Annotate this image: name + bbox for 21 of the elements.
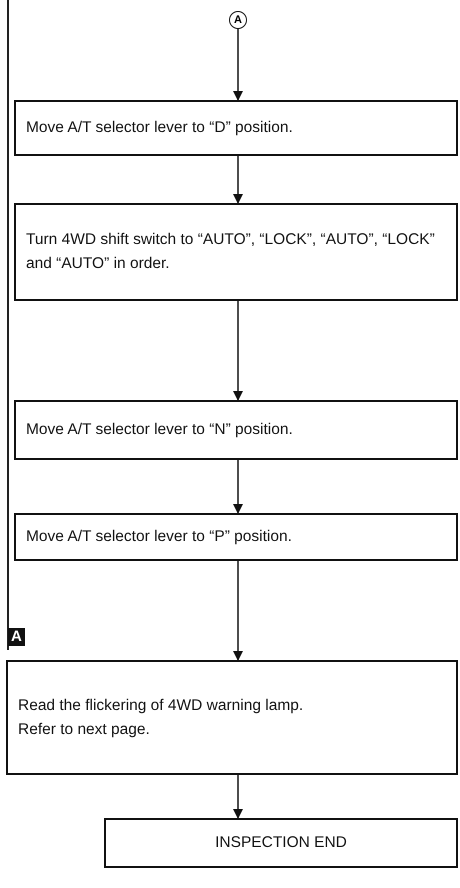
arrow <box>233 301 243 401</box>
arrow <box>233 460 243 514</box>
process-box <box>6 660 458 775</box>
arrow <box>233 29 243 101</box>
arrow <box>233 561 243 661</box>
step-text: Move A/T selector lever to “D” position. <box>26 118 293 138</box>
process-box <box>14 400 458 460</box>
step-text: Read the flickering of 4WD warning lamp. <box>18 696 304 716</box>
arrow <box>233 775 243 819</box>
process-box <box>14 203 458 301</box>
step-text: Move A/T selector lever to “N” position. <box>26 420 293 440</box>
step-text: INSPECTION END <box>215 833 347 853</box>
process-box <box>14 100 458 156</box>
connector-circle: A <box>229 11 247 29</box>
process-box <box>14 513 458 561</box>
step-text: Refer to next page. <box>18 720 150 740</box>
reference-mark: A <box>8 628 25 646</box>
process-box <box>104 818 458 868</box>
step-text: Turn 4WD shift switch to “AUTO”, “LOCK”, “AUTO”, “LOCK” and “AUTO” in order. <box>26 230 436 274</box>
arrow <box>233 156 243 204</box>
step-text: Move A/T selector lever to “P” position. <box>26 527 292 547</box>
